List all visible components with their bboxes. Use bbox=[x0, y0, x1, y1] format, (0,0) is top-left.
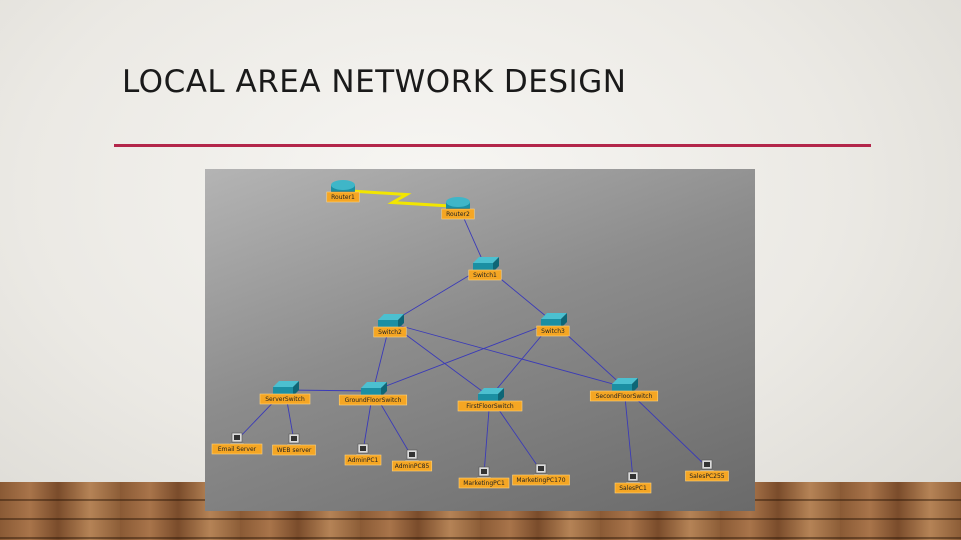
pc-node[interactable]: AdminPC85 bbox=[391, 449, 433, 472]
switch-node[interactable]: SecondFloorSwitch bbox=[589, 378, 659, 402]
node-label: MarketingPC170 bbox=[516, 477, 565, 484]
node-label-box bbox=[614, 482, 652, 494]
serial-link bbox=[350, 189, 451, 208]
node-label: GroundFloorSwitch bbox=[345, 397, 402, 404]
node-label: AdminPC85 bbox=[395, 463, 430, 470]
node-label: MarketingPC1 bbox=[463, 480, 505, 487]
switch-node[interactable]: Switch2 bbox=[373, 314, 407, 338]
ethernet-link bbox=[389, 322, 625, 388]
node-label-box bbox=[589, 390, 659, 402]
router-node[interactable]: Router1 bbox=[326, 180, 360, 203]
node-label-box bbox=[373, 326, 407, 338]
title-divider bbox=[114, 144, 871, 147]
ethernet-link bbox=[372, 321, 554, 392]
node-label-box bbox=[512, 474, 570, 486]
node-label-box bbox=[536, 325, 570, 337]
node-label-box bbox=[391, 460, 433, 472]
node-label: AdminPC1 bbox=[348, 457, 379, 464]
node-label-box bbox=[338, 394, 408, 406]
switch-node[interactable]: Switch3 bbox=[536, 313, 570, 337]
node-label-box bbox=[272, 444, 316, 456]
switch-icon bbox=[378, 314, 404, 329]
pc-node[interactable]: MarketingPC1 bbox=[458, 466, 510, 489]
node-label: Email Server bbox=[218, 446, 257, 453]
node-label: Router1 bbox=[331, 194, 355, 201]
pc-node[interactable]: SalesPC1 bbox=[614, 471, 652, 494]
router-node[interactable]: Router2 bbox=[441, 197, 475, 220]
node-label-box bbox=[458, 477, 510, 489]
switch-icon bbox=[541, 313, 567, 328]
node-label: SecondFloorSwitch bbox=[596, 393, 653, 400]
node-label-box bbox=[326, 191, 360, 203]
node-label-box bbox=[211, 443, 263, 455]
pc-node[interactable]: WEB server bbox=[272, 433, 316, 456]
node-label: SalesPC255 bbox=[689, 473, 724, 480]
node-label-box bbox=[457, 400, 523, 412]
switch-node[interactable]: FirstFloorSwitch bbox=[457, 388, 523, 412]
node-label-box bbox=[468, 269, 502, 281]
ethernet-link bbox=[623, 386, 634, 480]
pc-node[interactable]: SalesPC255 bbox=[685, 459, 729, 482]
switch-node[interactable]: Switch1 bbox=[468, 257, 502, 281]
node-label: Switch3 bbox=[541, 328, 565, 335]
node-label-box bbox=[344, 454, 382, 466]
switch-icon bbox=[473, 257, 499, 272]
switch-icon bbox=[273, 381, 299, 396]
switch-node[interactable]: GroundFloorSwitch bbox=[338, 382, 408, 406]
node-label: FirstFloorSwitch bbox=[466, 403, 514, 410]
node-label: ServerSwitch bbox=[265, 396, 305, 403]
node-label: Switch1 bbox=[473, 272, 497, 279]
node-label-box bbox=[685, 470, 729, 482]
ethernet-link bbox=[284, 389, 374, 392]
switch-node[interactable]: ServerSwitch bbox=[259, 381, 311, 405]
node-label: Router2 bbox=[446, 211, 470, 218]
switch-icon bbox=[478, 388, 504, 403]
node-label-box bbox=[259, 393, 311, 405]
pc-node[interactable]: Email Server bbox=[211, 432, 263, 455]
node-label: Switch2 bbox=[378, 329, 402, 336]
ethernet-link bbox=[389, 322, 491, 398]
node-label: SalesPC1 bbox=[619, 485, 647, 492]
node-label: WEB server bbox=[277, 447, 312, 454]
slide-title: LOCAL AREA NETWORK DESIGN bbox=[122, 64, 627, 100]
pc-node[interactable]: MarketingPC170 bbox=[512, 463, 570, 486]
switch-icon bbox=[361, 382, 387, 397]
pc-node[interactable]: AdminPC1 bbox=[344, 443, 382, 466]
switch-icon bbox=[612, 378, 638, 393]
node-label-box bbox=[441, 208, 475, 220]
